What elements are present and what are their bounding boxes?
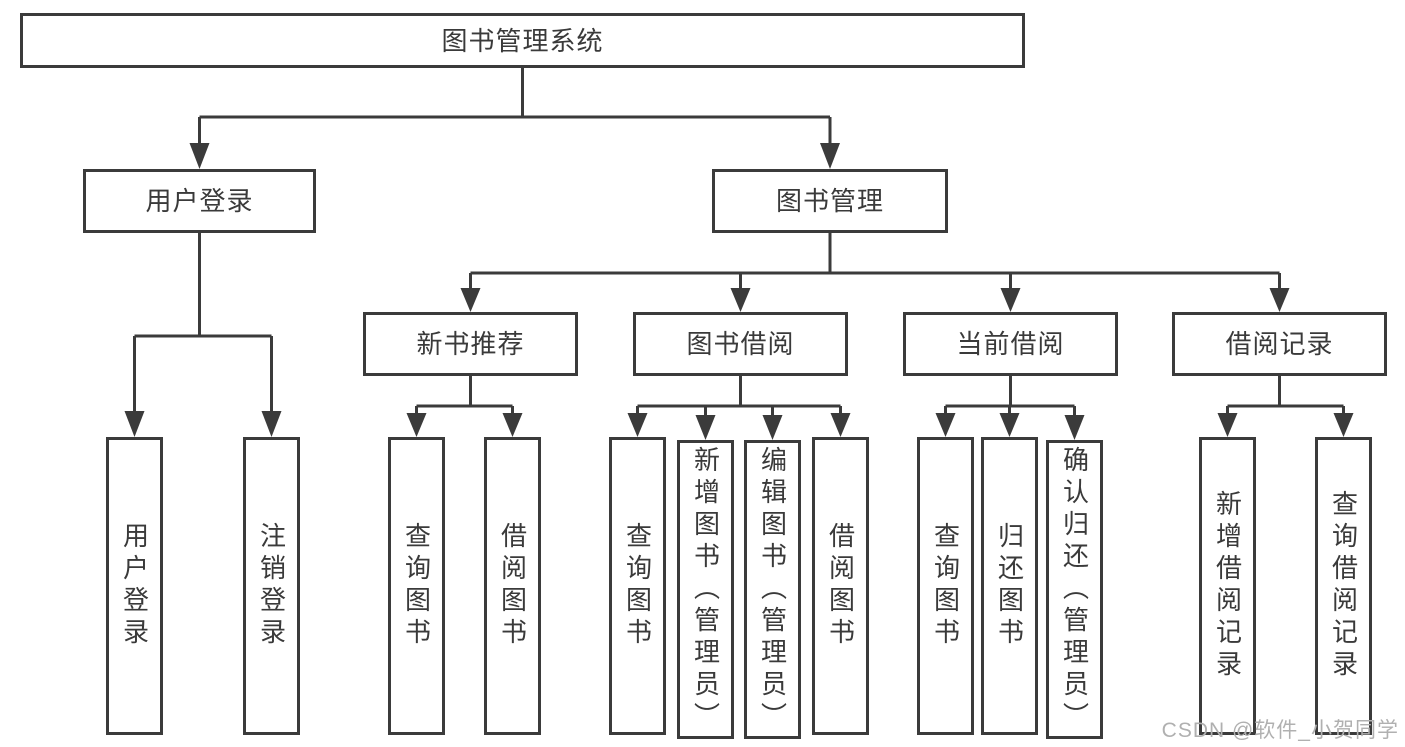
leaf-borrow-books-recommend: 借阅图书 — [484, 437, 541, 735]
node-new-book-recommend: 新书推荐 — [363, 312, 578, 376]
leaf-borrow-books-borrowing: 借阅图书 — [812, 437, 869, 735]
node-book-borrowing: 图书借阅 — [633, 312, 848, 376]
leaf-query-books-current: 查询图书 — [917, 437, 974, 735]
edge-user-login-to-leaves — [133, 233, 273, 411]
node-library-management-system: 图书管理系统 — [20, 13, 1025, 68]
node-current-borrowing: 当前借阅 — [903, 312, 1118, 376]
edge-new-book-recommend-to-leaves — [415, 376, 514, 413]
edge-book-management-to-level3 — [469, 233, 1281, 288]
leaf-logout: 注销登录 — [243, 437, 300, 735]
csdn-watermark: CSDN @软件_小贺同学 — [1161, 719, 1399, 742]
node-borrowing-records: 借阅记录 — [1172, 312, 1387, 376]
leaf-add-borrow-record: 新增借阅记录 — [1199, 437, 1256, 735]
edge-book-borrowing-to-leaves — [636, 376, 842, 415]
edge-borrowing-records-to-leaves — [1226, 376, 1345, 413]
edge-root-to-level2 — [198, 68, 832, 143]
leaf-return-book: 归还图书 — [981, 437, 1038, 735]
leaf-query-books-borrowing: 查询图书 — [609, 437, 666, 735]
leaf-query-books-recommend: 查询图书 — [388, 437, 445, 735]
leaf-query-borrow-record: 查询借阅记录 — [1315, 437, 1372, 735]
edge-current-borrowing-to-leaves — [944, 376, 1076, 415]
leaf-user-login: 用户登录 — [106, 437, 163, 735]
leaf-add-book-admin: 新增图书（管理员） — [677, 440, 734, 739]
leaf-confirm-return-admin: 确认归还（管理员） — [1046, 440, 1103, 739]
node-user-login: 用户登录 — [83, 169, 316, 233]
leaf-edit-book-admin: 编辑图书（管理员） — [744, 440, 801, 739]
node-book-management: 图书管理 — [712, 169, 948, 233]
